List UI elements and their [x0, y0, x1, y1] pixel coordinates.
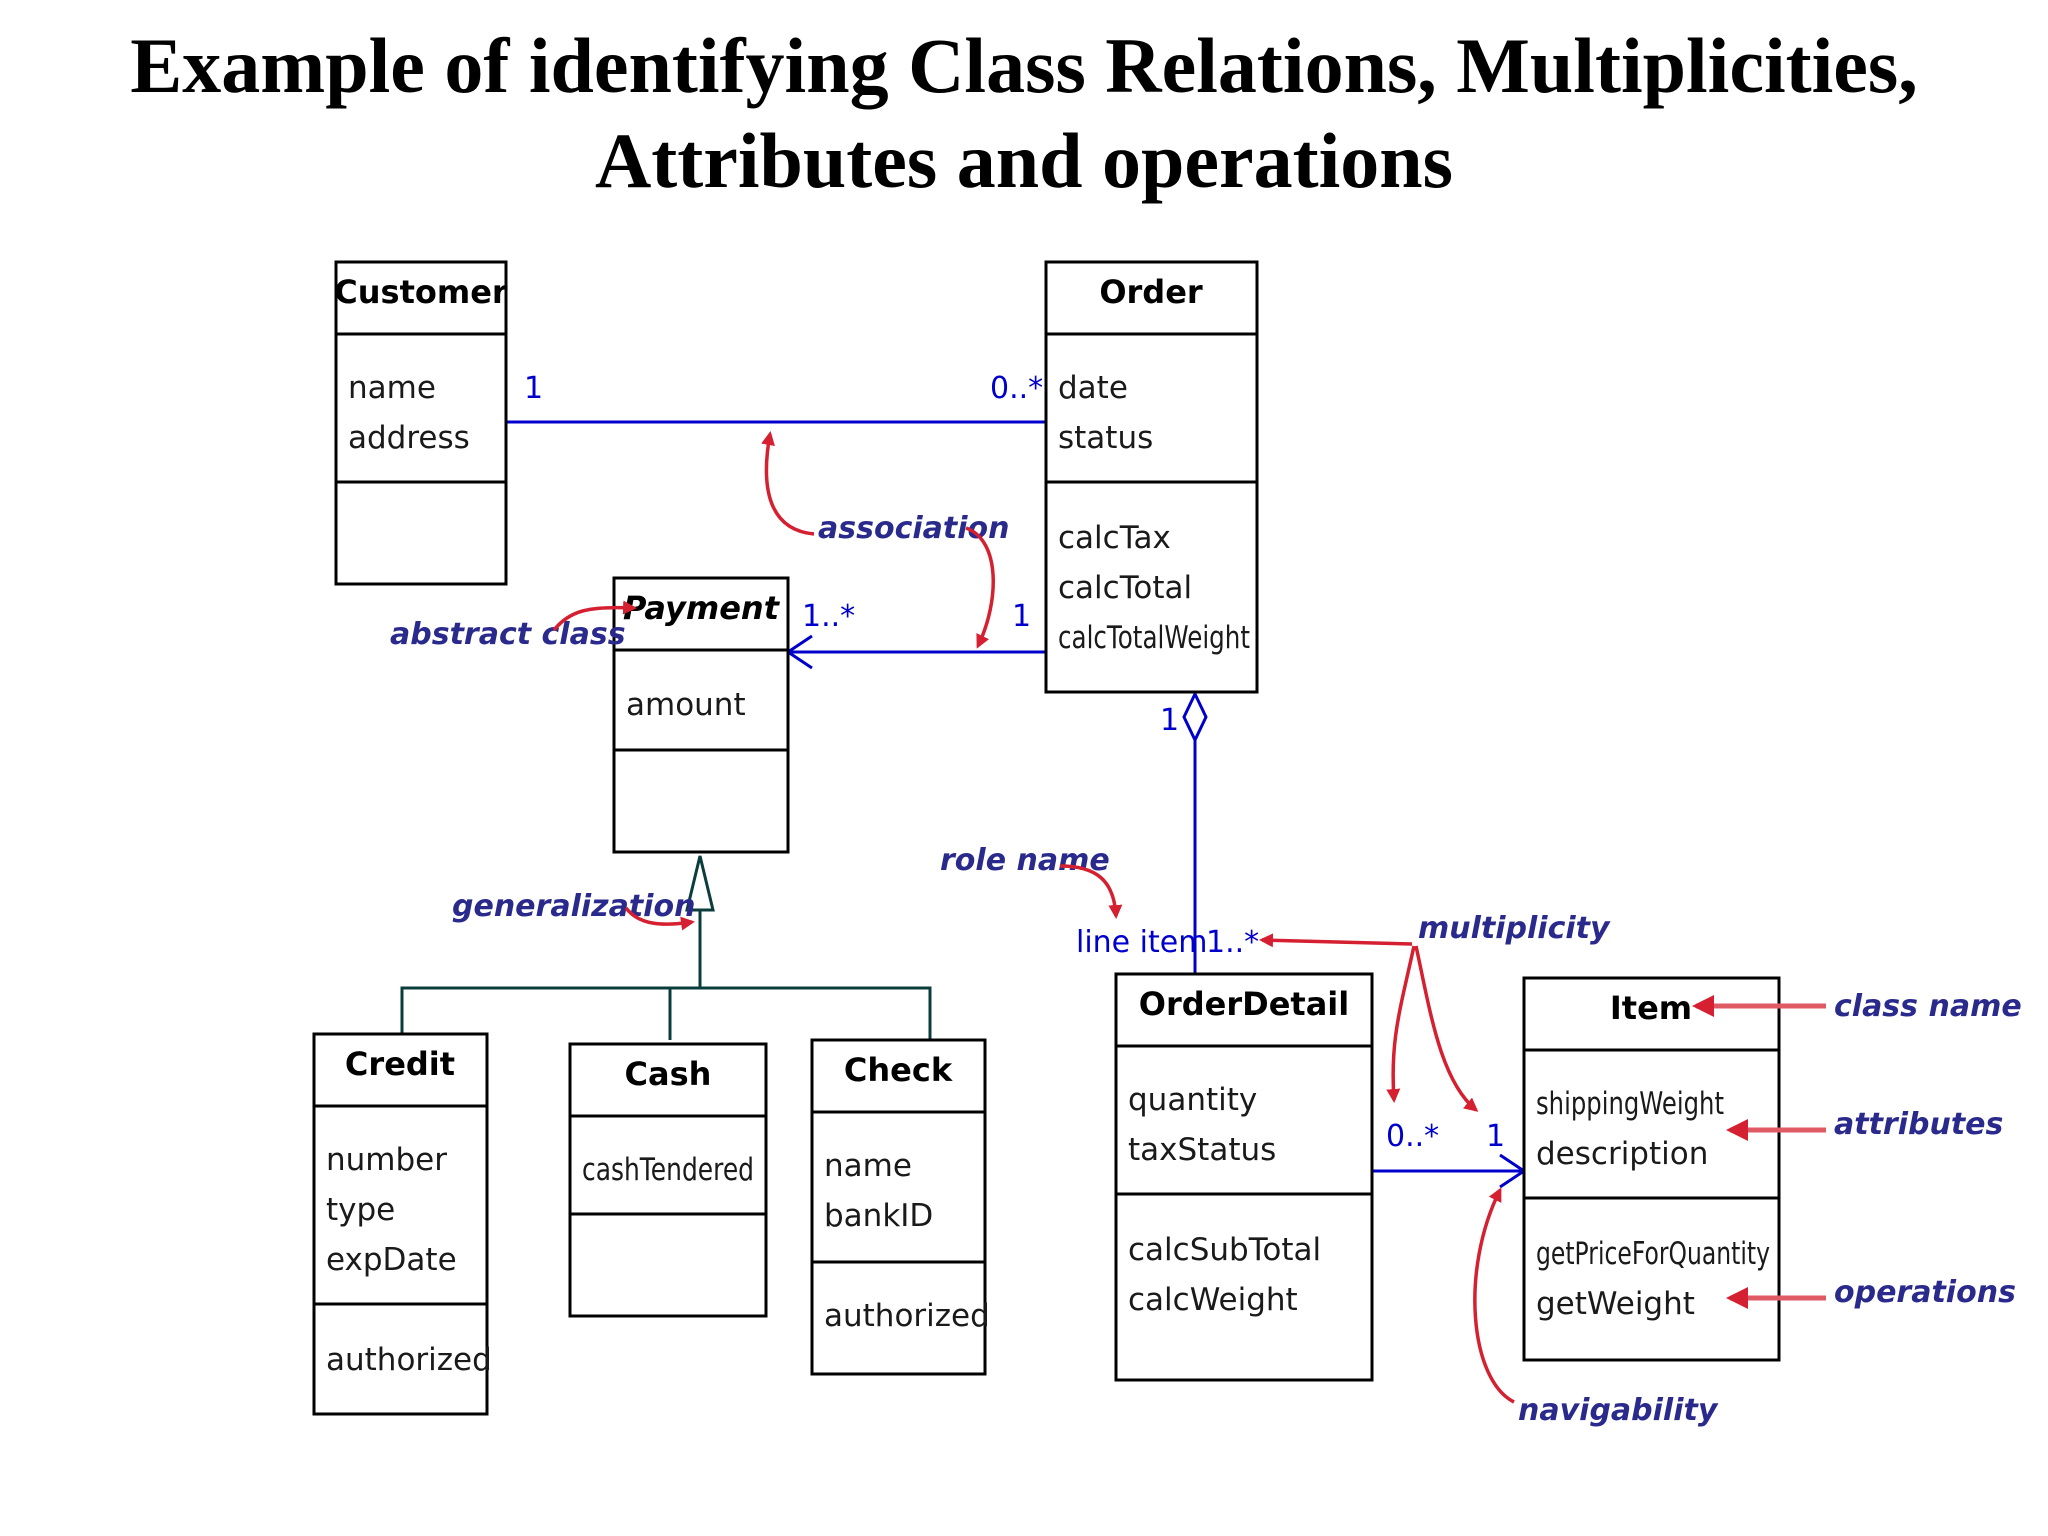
- class-cash-attr-1: cashTendered: [582, 1152, 754, 1188]
- class-orderdetail-attr-1: quantity: [1128, 1082, 1257, 1118]
- annotation-class-name: class name: [1834, 989, 2022, 1024]
- class-item-attr-2: description: [1536, 1136, 1708, 1172]
- class-item: Item shippingWeight description getPrice…: [1522, 976, 1781, 1362]
- role-name-arrow: [1059, 864, 1123, 919]
- class-item-op-1: getPriceForQuantity: [1536, 1236, 1770, 1272]
- class-check-attr-1: name: [824, 1148, 912, 1184]
- class-order-op-3: calcTotalWeight: [1058, 620, 1250, 656]
- title-line-1: Example of identifying Class Relations, …: [130, 22, 1918, 109]
- class-order: Order date status calcTax calcTotal calc…: [1044, 260, 1259, 694]
- class-customer-attr-1: name: [348, 370, 436, 406]
- class-orderdetail-name: OrderDetail: [1139, 985, 1349, 1023]
- aggregation-diamond: [1182, 690, 1208, 744]
- mult-payment-side: 1..*: [802, 599, 855, 634]
- class-credit-name: Credit: [345, 1045, 455, 1083]
- class-order-name: Order: [1099, 273, 1203, 311]
- annotation-navigability: navigability: [1518, 1393, 1719, 1428]
- class-orderdetail-attr-2: taxStatus: [1128, 1132, 1276, 1168]
- class-order-attr-1: date: [1058, 370, 1128, 406]
- mult-order-side: 0..*: [990, 371, 1043, 406]
- class-payment-name: Payment: [623, 589, 781, 627]
- class-cash-name: Cash: [625, 1055, 712, 1093]
- multiplicity-arrow-left: [1259, 933, 1413, 948]
- role-name-line-item: line item: [1076, 925, 1207, 960]
- class-credit-attr-2: type: [326, 1192, 395, 1228]
- class-check-attr-2: bankID: [824, 1198, 933, 1234]
- annotation-association: association: [818, 511, 1009, 546]
- class-customer: Customer name address: [334, 260, 508, 586]
- annotation-multiplicity: multiplicity: [1418, 911, 1611, 946]
- class-credit-op-1: authorized: [326, 1342, 492, 1378]
- generalization-triangle: [685, 855, 715, 912]
- association-arrow-down: [965, 526, 995, 649]
- class-credit-attr-1: number: [326, 1142, 447, 1178]
- multiplicity-arrow-item: [1414, 945, 1479, 1112]
- association-arrow-up: [761, 431, 815, 536]
- mult-order-payment-side: 1: [1012, 599, 1031, 634]
- navigability-arrow: [1473, 1187, 1515, 1404]
- title-line-2: Attributes and operations: [594, 117, 1454, 204]
- class-item-name: Item: [1610, 989, 1692, 1027]
- class-orderdetail: OrderDetail quantity taxStatus calcSubTo…: [1114, 972, 1374, 1382]
- class-customer-name: Customer: [334, 273, 508, 311]
- class-customer-attr-2: address: [348, 420, 470, 456]
- class-orderdetail-op-1: calcSubTotal: [1128, 1232, 1321, 1268]
- class-credit: Credit number type expDate authorized: [312, 1032, 492, 1416]
- class-check-name: Check: [844, 1051, 953, 1089]
- annotation-operations: operations: [1834, 1275, 2016, 1310]
- mult-customer-side: 1: [524, 371, 543, 406]
- generalization-tree: [400, 986, 932, 1040]
- generalization-arrow: [624, 906, 695, 931]
- class-check-op-1: authorized: [824, 1298, 990, 1334]
- class-check: Check name bankID authorized: [810, 1038, 990, 1376]
- class-orderdetail-op-2: calcWeight: [1128, 1282, 1298, 1318]
- mult-detail-item-item-side: 1: [1486, 1119, 1505, 1154]
- mult-detail-item-detail-side: 0..*: [1386, 1119, 1439, 1154]
- annotation-attributes: attributes: [1834, 1107, 2003, 1142]
- class-cash: Cash cashTendered: [568, 1042, 768, 1318]
- class-payment: Payment amount: [612, 576, 790, 854]
- mult-orderdetail-side: 1..*: [1206, 925, 1259, 960]
- class-payment-attr-1: amount: [626, 687, 746, 723]
- abstract-class-arrow: [552, 600, 637, 632]
- annotation-generalization: generalization: [452, 889, 695, 924]
- annotation-role-name: role name: [940, 843, 1110, 878]
- class-order-op-2: calcTotal: [1058, 570, 1192, 606]
- mult-order-aggregate-side: 1: [1160, 703, 1179, 738]
- class-order-attr-2: status: [1058, 420, 1153, 456]
- annotation-abstract-class: abstract class: [390, 617, 626, 652]
- class-item-attr-1: shippingWeight: [1536, 1086, 1724, 1122]
- multiplicity-arrow-detail: [1386, 945, 1416, 1103]
- class-order-op-1: calcTax: [1058, 520, 1171, 556]
- class-item-op-2: getWeight: [1536, 1286, 1695, 1322]
- class-credit-attr-3: expDate: [326, 1242, 457, 1278]
